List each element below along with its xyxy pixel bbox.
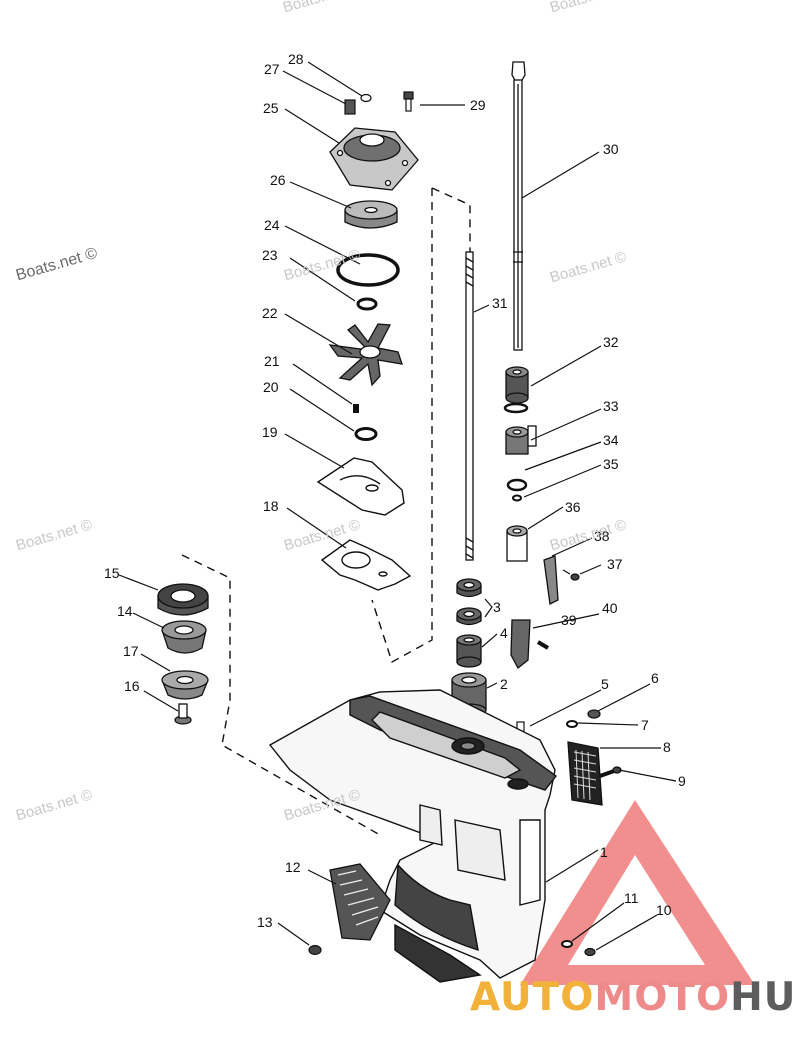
part-21-key bbox=[353, 404, 359, 413]
part-16-nut bbox=[174, 703, 192, 725]
callout-18: 18 bbox=[263, 498, 279, 514]
part-9-screw bbox=[599, 766, 622, 778]
callout-20: 20 bbox=[263, 379, 279, 395]
part-13-nut bbox=[308, 944, 322, 956]
callout-33: 33 bbox=[603, 398, 619, 414]
callout-37: 37 bbox=[607, 556, 623, 572]
callout-24: 24 bbox=[264, 217, 280, 233]
part-30-shift-rod bbox=[511, 61, 526, 351]
callout-25: 25 bbox=[263, 100, 279, 116]
callout-6: 6 bbox=[651, 670, 659, 686]
callout-29: 29 bbox=[470, 97, 486, 113]
assembly-guide-lines bbox=[181, 187, 471, 836]
callout-27: 27 bbox=[264, 61, 280, 77]
part-17-pinion-gear bbox=[161, 670, 209, 700]
brand-logo-text: AUTOMOTOHUB bbox=[470, 975, 800, 1020]
part-12-water-intake-screen bbox=[329, 863, 391, 941]
logo-triangle-icon bbox=[520, 800, 755, 985]
part-6-screw bbox=[587, 709, 601, 719]
part-14-tapered-bearing bbox=[161, 620, 207, 654]
callout-40: 40 bbox=[602, 600, 618, 616]
part-23-seal bbox=[356, 297, 378, 311]
callout-13: 13 bbox=[257, 914, 273, 930]
brand-part-auto: AUTO bbox=[470, 975, 595, 1020]
callout-34: 34 bbox=[603, 432, 619, 448]
part-32-shift-rod-bushing bbox=[503, 366, 529, 414]
callout-7: 7 bbox=[641, 717, 649, 733]
callout-31: 31 bbox=[492, 295, 508, 311]
callout-15: 15 bbox=[104, 565, 120, 581]
part-39-shift-cam bbox=[510, 619, 531, 669]
callout-11: 11 bbox=[624, 890, 639, 906]
callout-labels: 1 2 3 4 5 6 7 8 9 10 11 12 13 14 15 16 1… bbox=[104, 51, 686, 930]
callout-32: 32 bbox=[603, 334, 619, 350]
part-35-washer bbox=[512, 494, 522, 502]
part-26-insert bbox=[344, 200, 398, 229]
part-36-bushing bbox=[506, 525, 528, 562]
part-25-water-pump-housing bbox=[329, 127, 419, 191]
callout-39: 39 bbox=[561, 612, 577, 628]
part-29-screw bbox=[403, 91, 414, 112]
callout-14: 14 bbox=[117, 603, 133, 619]
part-35-o-ring bbox=[506, 478, 528, 492]
brand-part-hub: HUB bbox=[730, 975, 800, 1020]
part-22-impeller bbox=[328, 323, 403, 387]
callout-17: 17 bbox=[123, 643, 139, 659]
part-18-gasket bbox=[320, 539, 412, 591]
callout-5: 5 bbox=[601, 676, 609, 692]
part-40-pin bbox=[536, 640, 550, 650]
part-3-oil-seals bbox=[456, 578, 482, 626]
part-1-gear-housing bbox=[268, 689, 558, 983]
callout-8: 8 bbox=[663, 739, 671, 755]
callout-23: 23 bbox=[262, 247, 278, 263]
callout-22: 22 bbox=[262, 305, 278, 321]
part-33-34-shift-cam-pin bbox=[505, 425, 537, 455]
callout-3: 3 bbox=[493, 599, 501, 615]
part-19-plate bbox=[316, 457, 405, 516]
callout-1: 1 bbox=[600, 844, 608, 860]
part-7-washer bbox=[566, 720, 578, 728]
part-11-washer bbox=[561, 940, 573, 948]
callout-10: 10 bbox=[656, 902, 672, 918]
part-4-bearing bbox=[456, 634, 482, 668]
callout-19: 19 bbox=[262, 424, 278, 440]
callout-4: 4 bbox=[500, 625, 508, 641]
part-31-drive-shaft bbox=[465, 251, 474, 561]
callout-9: 9 bbox=[678, 773, 686, 789]
callout-30: 30 bbox=[603, 141, 619, 157]
callout-26: 26 bbox=[270, 172, 286, 188]
callout-21: 21 bbox=[264, 353, 280, 369]
part-20-seal bbox=[354, 427, 378, 441]
part-27-28-screw-washer bbox=[344, 93, 372, 115]
callout-35: 35 bbox=[603, 456, 619, 472]
part-15-bearing-race bbox=[157, 583, 209, 616]
callout-leader-lines bbox=[118, 61, 677, 951]
callout-36: 36 bbox=[565, 499, 581, 515]
part-37-screw bbox=[562, 569, 580, 581]
callout-12: 12 bbox=[285, 859, 301, 875]
callout-38: 38 bbox=[594, 528, 610, 544]
part-10-screw bbox=[584, 947, 596, 957]
part-24-o-ring bbox=[336, 253, 400, 287]
callout-16: 16 bbox=[124, 678, 140, 694]
callout-28: 28 bbox=[288, 51, 304, 67]
brand-part-moto: MOTO bbox=[594, 975, 731, 1020]
part-8-water-screen bbox=[567, 741, 603, 806]
callout-2: 2 bbox=[500, 676, 508, 692]
part-38-shift-lever bbox=[543, 555, 559, 605]
